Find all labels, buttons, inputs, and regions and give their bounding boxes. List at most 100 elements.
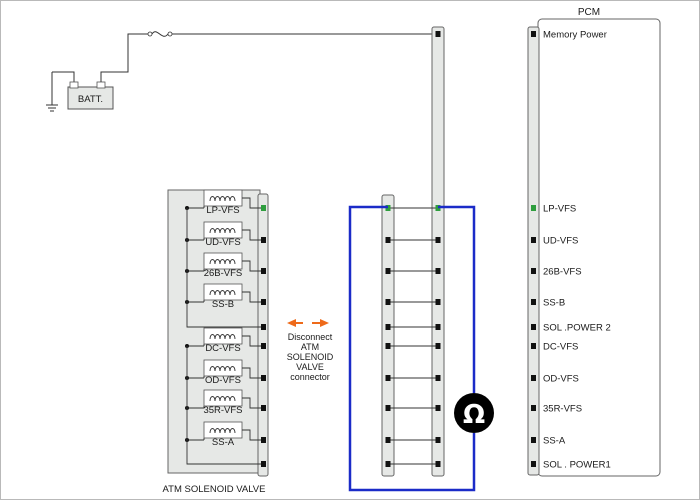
valve-pin <box>261 343 266 349</box>
coil-icon <box>209 366 236 372</box>
harness-pin-right <box>435 405 441 411</box>
valve-pin <box>261 205 266 211</box>
common-bus-1 <box>186 240 261 328</box>
harness-pin-right <box>435 237 441 243</box>
pcm-pin <box>531 268 536 274</box>
harness-pin-left <box>385 461 391 467</box>
pcm-pin-label: UD-VFS <box>543 236 578 247</box>
coil-icon <box>209 259 236 265</box>
harness-pin-right <box>435 299 441 305</box>
pcm-title: PCM <box>578 7 600 18</box>
valve-pin <box>261 268 266 274</box>
solenoid-coil: UD-VFS <box>185 221 261 248</box>
pcm-pin-label: SS-A <box>543 436 566 447</box>
valve-pin <box>261 461 266 467</box>
pcm-pin <box>531 237 536 243</box>
disconnect-line-5: connector <box>290 372 330 382</box>
solenoid-label: OD-VFS <box>205 375 241 386</box>
ohmmeter-icon <box>454 393 494 433</box>
harness-pin-right <box>435 343 441 349</box>
solenoid-coil: OD-VFS <box>185 359 261 386</box>
disconnect-line-2: ATM <box>301 342 319 352</box>
pcm-pin <box>531 405 536 411</box>
harness-pin-left <box>385 268 391 274</box>
pcm-pin-label: 35R-VFS <box>543 404 582 415</box>
solenoid-valve-block: LP-VFS UD-VFS 26B-VFS SS-B DC-VFS OD-VFS 35R-V… <box>163 189 269 495</box>
battery-circuit: BATT. <box>46 31 437 112</box>
harness-connector-left <box>381 194 395 477</box>
coil-icon <box>209 334 236 340</box>
valve-pin <box>261 237 266 243</box>
harness-pin-left <box>385 437 391 443</box>
harness-pin-right <box>435 268 441 274</box>
coil-icon <box>209 196 236 202</box>
coil-icon <box>209 428 236 434</box>
solenoid-coil: SS-B <box>185 283 261 310</box>
coil-icon <box>209 228 236 234</box>
solenoid-coil: 35R-VFS <box>185 389 261 416</box>
pcm-pin <box>531 461 536 467</box>
pcm-pin <box>531 343 536 349</box>
coil-icon <box>209 396 236 402</box>
valve-pin <box>261 324 266 330</box>
solenoid-valve-connector <box>257 193 269 477</box>
fuse-icon <box>147 31 173 37</box>
solenoid-label: DC-VFS <box>205 343 240 354</box>
harness-pin-left <box>385 324 391 330</box>
pcm-pin-label: Memory Power <box>543 30 607 41</box>
solenoid-coil: 26B-VFS <box>185 252 261 279</box>
harness-pin-right <box>435 375 441 381</box>
harness-pin-left <box>385 237 391 243</box>
harness-pin-right <box>435 437 441 443</box>
harness-pin-left <box>385 343 391 349</box>
solenoid-coil: LP-VFS <box>185 189 261 216</box>
pcm-pin-label: 26B-VFS <box>543 267 582 278</box>
pcm-pin-label: LP-VFS <box>543 204 576 215</box>
valve-pin <box>261 299 266 305</box>
disconnect-arrow-icon <box>287 319 329 327</box>
pcm-pin-label: DC-VFS <box>543 342 578 353</box>
harness-pin-right <box>435 324 441 330</box>
battery-label: BATT. <box>78 94 103 105</box>
pcm-pin <box>531 437 536 443</box>
pcm-pin <box>531 31 536 37</box>
solenoid-label: 35R-VFS <box>203 405 242 416</box>
harness-pin-right <box>435 461 441 467</box>
pcm-pin <box>531 205 536 211</box>
solenoid-label: SS-A <box>212 437 235 448</box>
pcm-pin <box>531 324 536 330</box>
ohmmeter-symbol: Ω <box>463 400 485 430</box>
harness-pin-left <box>385 375 391 381</box>
harness-pin-battery <box>435 31 441 37</box>
battery <box>67 86 114 110</box>
valve-pin <box>261 437 266 443</box>
harness-connector-right <box>431 26 445 477</box>
solenoid-label: SS-B <box>212 299 234 310</box>
coil-icon <box>209 290 236 296</box>
solenoid-label: 26B-VFS <box>204 268 243 279</box>
pcm-pin-label: OD-VFS <box>543 374 579 385</box>
ohmmeter-leads: Ω <box>348 205 494 492</box>
harness-pin-left <box>385 405 391 411</box>
common-bus-2 <box>186 346 261 465</box>
pcm-connector <box>527 26 540 476</box>
solenoid-label: UD-VFS <box>205 237 240 248</box>
solenoid-label: LP-VFS <box>206 205 239 216</box>
valve-pin <box>261 405 266 411</box>
pcm-pin-label: SOL .POWER 2 <box>543 323 611 334</box>
pcm-pin <box>531 375 536 381</box>
pcm-pin-label: SS-B <box>543 298 565 309</box>
pcm-pin-label: SOL . POWER1 <box>543 460 611 471</box>
solenoid-coil: SS-A <box>185 421 261 448</box>
disconnect-line-1: Disconnect <box>288 332 333 342</box>
valve-pin <box>261 375 266 381</box>
disconnect-note: Disconnect ATM SOLENOID VALVE connector <box>287 319 334 382</box>
disconnect-line-3: SOLENOID <box>287 352 334 362</box>
pcm-pin <box>531 299 536 305</box>
harness-pin-left <box>385 299 391 305</box>
solenoid-valve-title: ATM SOLENOID VALVE <box>163 484 266 495</box>
disconnect-line-4: VALVE <box>296 362 324 372</box>
